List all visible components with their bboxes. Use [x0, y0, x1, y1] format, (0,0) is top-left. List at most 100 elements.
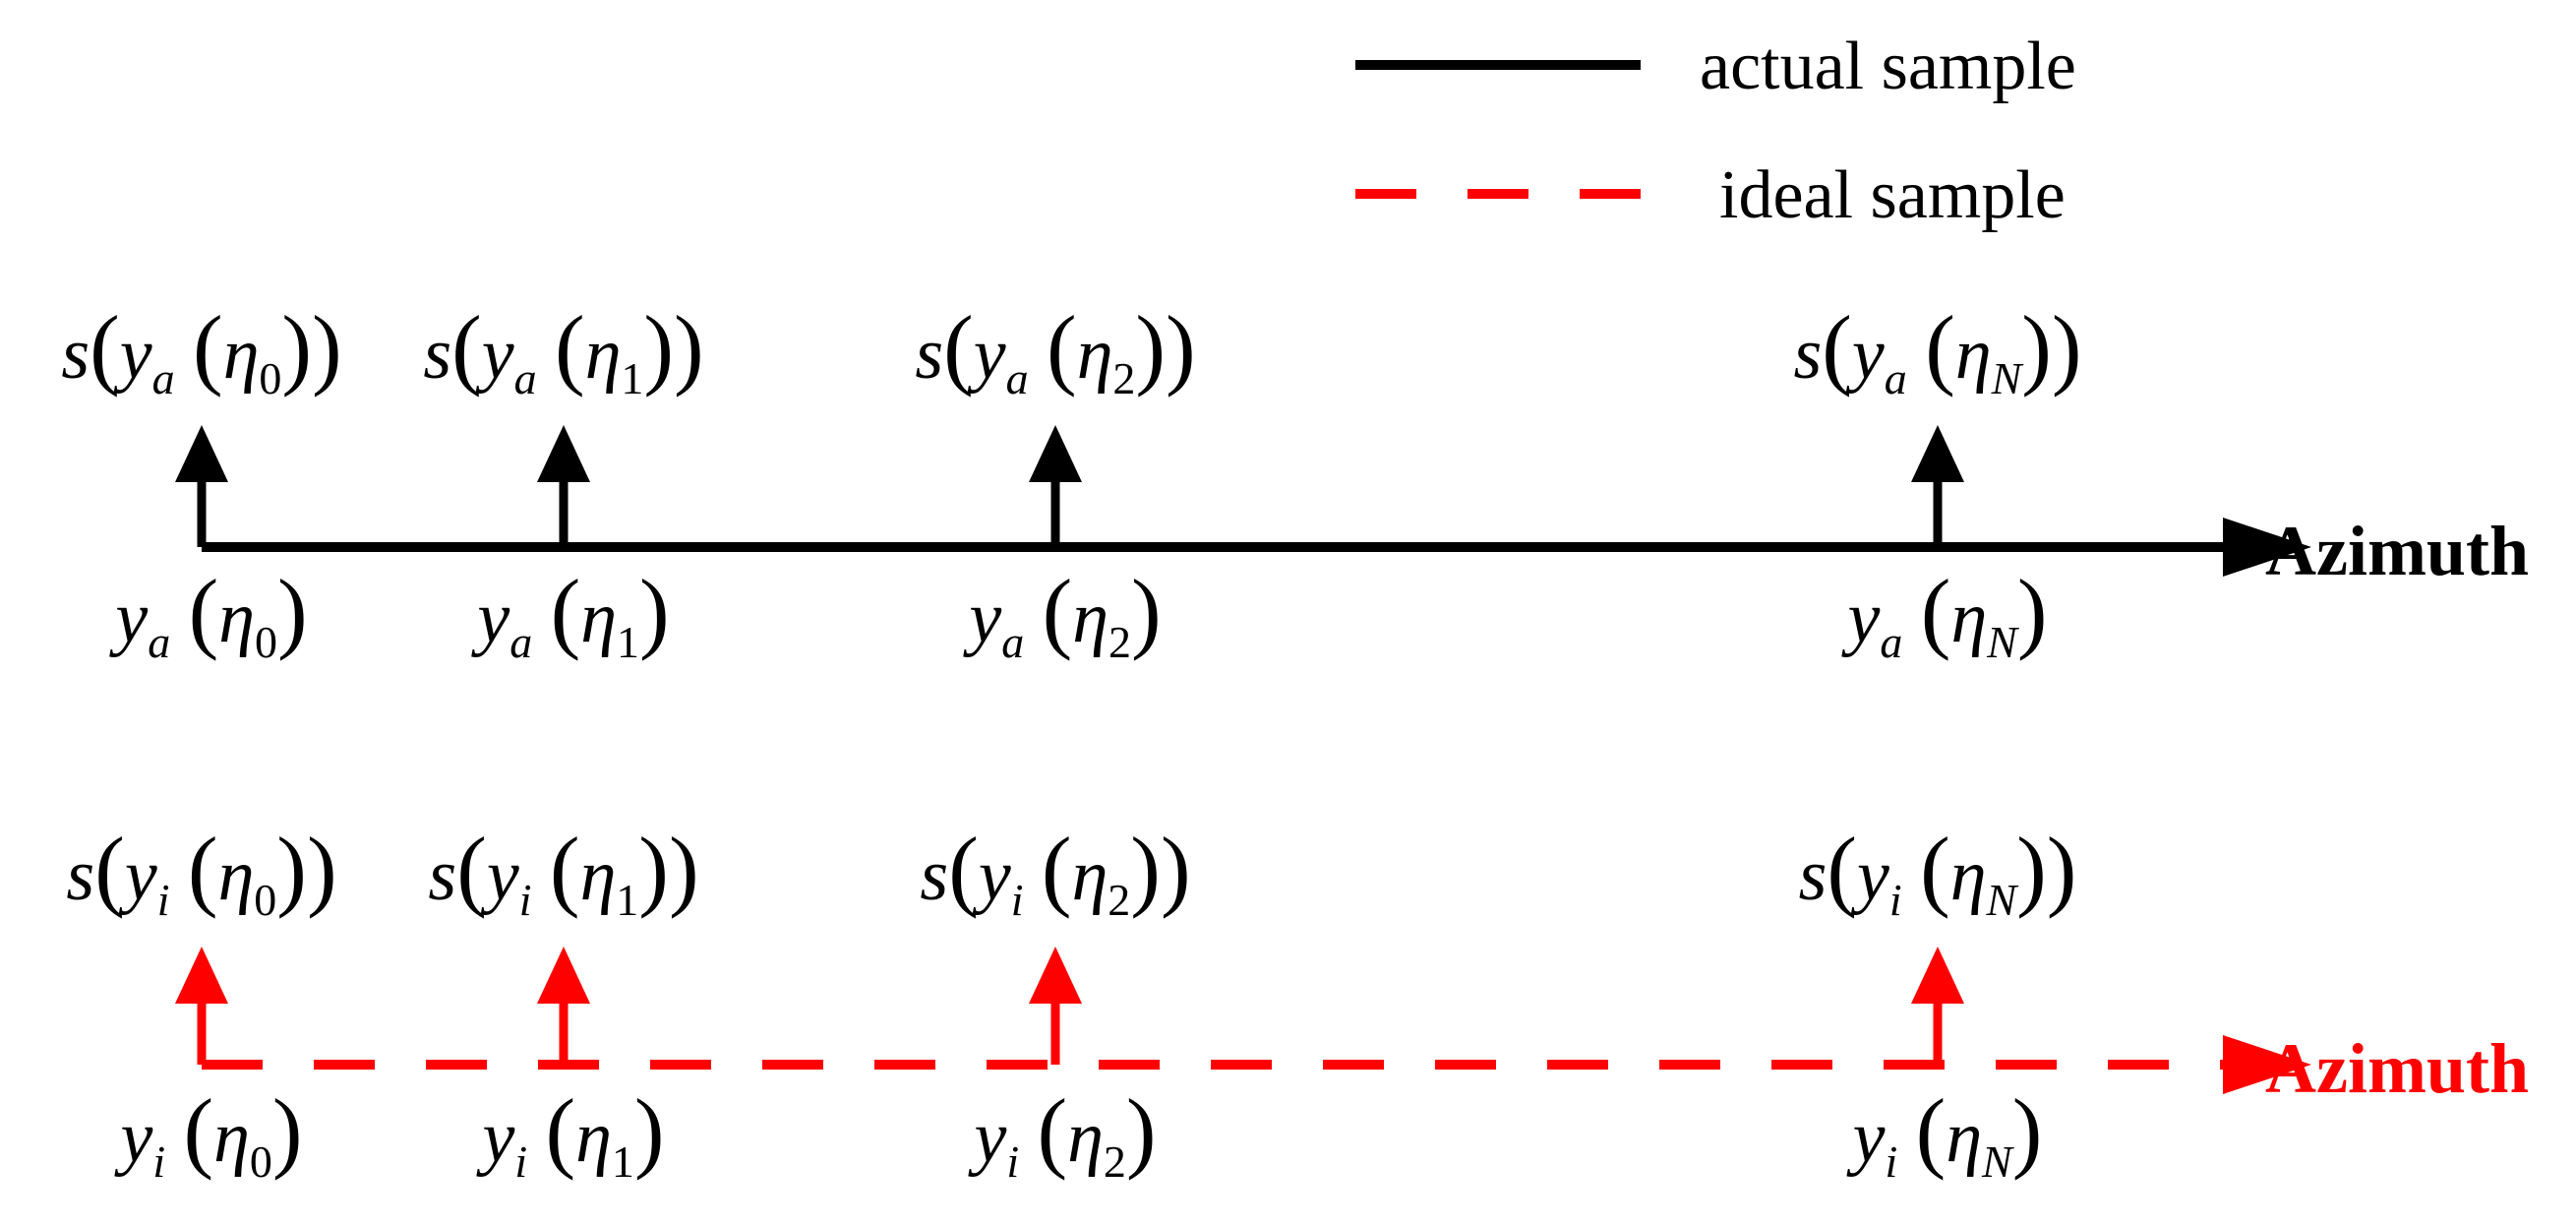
signal-label-ideal-2: s(yi (η2)): [920, 819, 1190, 925]
position-label-actual-2: ya (η2): [962, 561, 1161, 667]
symbol-y: y: [480, 835, 519, 916]
axis-arrowhead-actual: [2223, 518, 2311, 577]
symbol-eta: η: [1950, 578, 1987, 658]
open-paren: (: [532, 819, 580, 919]
close-paren: ): [1126, 1080, 1157, 1181]
close-paren: ): [634, 1080, 665, 1181]
symbol-eta: η: [580, 835, 617, 916]
outer-open-paren: (: [94, 819, 125, 919]
subscript-a: a: [1001, 617, 1024, 667]
symbol-s: s: [1799, 835, 1827, 916]
outer-open-paren: (: [948, 819, 979, 919]
subscript-i: i: [157, 875, 170, 925]
subscript-i: i: [1889, 875, 1902, 925]
open-paren: (: [1024, 561, 1072, 661]
symbol-s: s: [423, 314, 451, 395]
symbol-eta: η: [213, 1097, 250, 1178]
symbol-eta: η: [1950, 835, 1987, 916]
symbol-y: y: [1845, 314, 1885, 395]
symbol-y: y: [108, 578, 148, 658]
symbol-eta: η: [218, 835, 255, 916]
symbol-eta: η: [1077, 314, 1113, 395]
sample-arrowhead-actual-0: [175, 425, 228, 482]
subscript-0: 0: [255, 617, 277, 667]
close-paren: ): [2016, 819, 2047, 919]
open-paren: (: [175, 297, 223, 398]
subscript-N: N: [1986, 617, 2019, 667]
subscript-a: a: [514, 353, 537, 403]
symbol-eta: η: [580, 578, 617, 658]
symbol-s: s: [1793, 314, 1822, 395]
axis-label-ideal: Azimuth: [2265, 1029, 2529, 1108]
outer-close-paren: ): [669, 819, 699, 919]
subscript-N: N: [1981, 1136, 2014, 1187]
close-paren: ): [639, 561, 670, 661]
symbol-y: y: [475, 1097, 514, 1178]
open-paren: (: [170, 819, 218, 919]
symbol-y: y: [113, 1097, 152, 1178]
outer-close-paren: ): [1166, 297, 1196, 398]
signal-label-ideal-3: s(yi (ηN)): [1799, 819, 2077, 925]
position-label-ideal-3: yi (ηN): [1846, 1080, 2043, 1187]
sample-arrowhead-ideal-1: [537, 947, 590, 1004]
subscript-i: i: [152, 1136, 165, 1187]
open-paren: (: [1902, 561, 1950, 661]
subscript-0: 0: [254, 875, 276, 925]
subscript-a: a: [1006, 353, 1029, 403]
close-paren: ): [2017, 561, 2048, 661]
axis-arrowhead-ideal: [2223, 1035, 2311, 1094]
close-paren: ): [1130, 819, 1161, 919]
signal-label-actual-3: s(ya (ηN)): [1793, 297, 2081, 403]
subscript-i: i: [1006, 1136, 1019, 1187]
outer-open-paren: (: [943, 297, 974, 398]
symbol-eta: η: [1072, 835, 1108, 916]
symbol-s: s: [915, 314, 943, 395]
position-label-actual-3: ya (ηN): [1841, 561, 2048, 667]
symbol-s: s: [61, 314, 90, 395]
sample-arrowhead-actual-3: [1911, 425, 1964, 482]
symbol-eta: η: [585, 314, 622, 395]
legend: actual sample ideal sample: [1355, 29, 2076, 233]
subscript-0: 0: [250, 1136, 272, 1187]
open-paren: (: [537, 297, 585, 398]
subscript-1: 1: [616, 875, 638, 925]
signal-label-ideal-1: s(yi (η1)): [428, 819, 698, 925]
symbol-eta: η: [1955, 314, 1992, 395]
subscript-a: a: [148, 617, 170, 667]
subscript-N: N: [1985, 875, 2018, 925]
open-paren: (: [170, 561, 218, 661]
subscript-2: 2: [1108, 875, 1130, 925]
outer-close-paren: ): [312, 297, 342, 398]
close-paren: ): [281, 297, 312, 398]
legend-actual-label: actual sample: [1700, 29, 2076, 104]
outer-close-paren: ): [674, 297, 704, 398]
outer-open-paren: (: [1827, 819, 1857, 919]
subscript-1: 1: [617, 617, 639, 667]
subscript-0: 0: [259, 353, 281, 403]
symbol-eta: η: [1067, 1097, 1104, 1178]
symbol-y: y: [1850, 835, 1889, 916]
subscript-1: 1: [621, 353, 643, 403]
legend-ideal-label: ideal sample: [1719, 157, 2066, 233]
outer-close-paren: ): [2047, 819, 2077, 919]
symbol-y: y: [967, 314, 1006, 395]
subscript-a: a: [152, 353, 175, 403]
close-paren: ): [1131, 561, 1162, 661]
open-paren: (: [527, 1080, 575, 1181]
position-label-ideal-1: yi (η1): [475, 1080, 664, 1187]
symbol-y: y: [972, 835, 1011, 916]
open-paren: (: [1029, 297, 1077, 398]
subscript-a: a: [509, 617, 532, 667]
outer-close-paren: ): [1161, 819, 1191, 919]
signal-label-actual-1: s(ya (η1)): [423, 297, 703, 403]
symbol-s: s: [66, 835, 94, 916]
subscript-N: N: [1991, 353, 2024, 403]
sample-arrowhead-actual-1: [537, 425, 590, 482]
sample-arrowhead-ideal-2: [1029, 947, 1082, 1004]
signal-label-actual-0: s(ya (η0)): [61, 297, 341, 403]
close-paren: ): [2021, 297, 2052, 398]
subscript-i: i: [514, 1136, 527, 1187]
